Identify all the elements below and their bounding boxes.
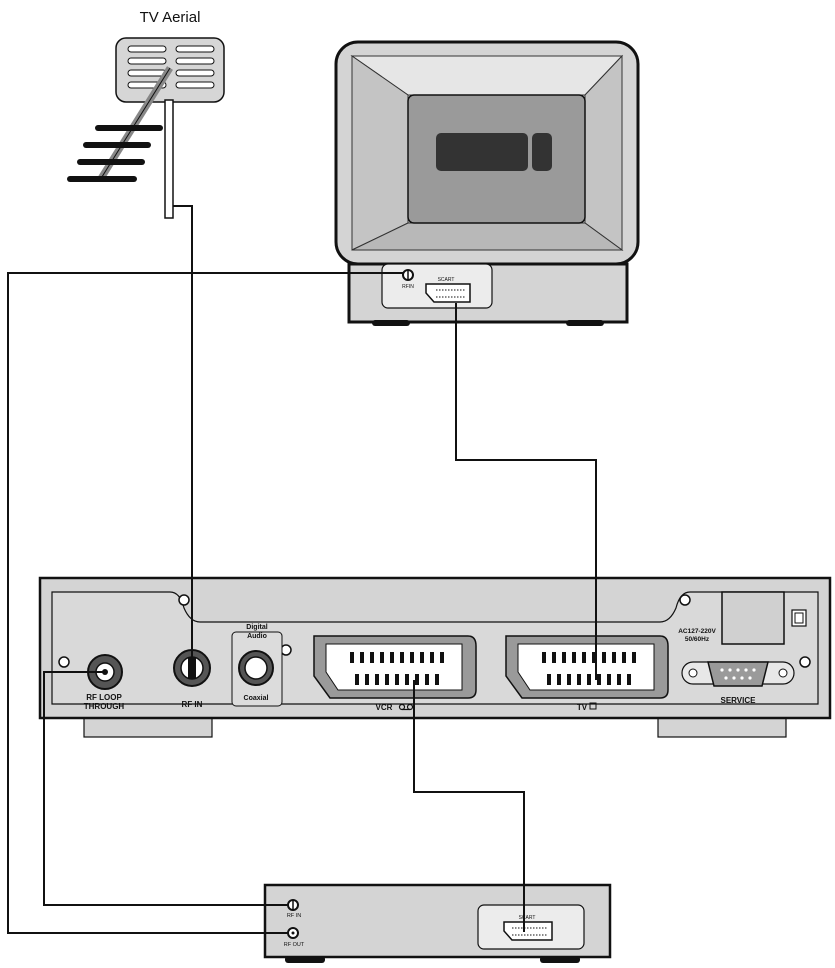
power-label-1: AC127-220V	[678, 628, 716, 635]
vcr-foot-left	[285, 956, 325, 963]
cassette-icon	[398, 703, 414, 711]
vcr-rf-out-label: RF OUT	[284, 942, 305, 948]
tv-screen-block	[436, 133, 528, 171]
tv-scart-pins	[542, 652, 636, 685]
vcr-scart-label: SCART	[519, 915, 536, 921]
rf-in-label: RF IN	[182, 700, 203, 709]
tv-rf-in-label: RFIN	[402, 284, 414, 290]
tv-bezel-bottom	[351, 222, 624, 251]
receiver: RF LOOP THROUGH RF IN Digital Audio Coax…	[38, 576, 832, 738]
aerial-mast	[164, 99, 174, 219]
tv-scart-port	[425, 283, 471, 303]
digital-audio-label-2: Audio	[247, 633, 267, 640]
aerial-elements	[67, 125, 163, 182]
power-inlet	[721, 591, 785, 645]
tv-screen-block-small	[532, 133, 552, 171]
cable-aerial-to-rf-in	[173, 205, 193, 658]
cables	[7, 205, 597, 934]
digital-audio-label-1: Digital	[246, 624, 267, 631]
service-label: SERVICE	[721, 696, 757, 705]
vcr-foot-right	[540, 956, 580, 963]
tv-foot-right	[566, 320, 604, 326]
television: RFIN SCART	[334, 40, 640, 326]
vcr-rf-in-label: RF IN	[287, 913, 301, 919]
vcr-scart-connector	[503, 921, 553, 941]
tv-scart-label: SCART	[438, 277, 455, 283]
cable-tv-rf-to-vcr-rf-out	[7, 272, 403, 934]
cable-tv-scart-to-receiver	[455, 303, 597, 680]
tv-aerial: TV Aerial	[67, 9, 225, 219]
power-switch-icon	[791, 609, 807, 627]
vcr-label: VCR	[376, 703, 393, 712]
service-port	[707, 661, 769, 687]
screw-icons	[58, 594, 811, 668]
tv-label: TV	[577, 703, 588, 712]
power-label-2: 50/60Hz	[685, 636, 710, 643]
tv-foot-left	[372, 320, 410, 326]
coaxial-label: Coaxial	[244, 695, 269, 702]
aerial-title: TV Aerial	[140, 9, 201, 26]
vcr-scart-pins	[350, 652, 444, 685]
tv-square-icon	[589, 702, 597, 710]
cable-rf-loop-to-vcr-rf-in	[43, 671, 288, 906]
vcr: RF IN RF OUT SCART	[263, 883, 612, 963]
rf-loop-label-1: RF LOOP	[86, 693, 122, 702]
rf-loop-label-2: THROUGH	[84, 702, 125, 711]
cable-vcr-scart	[413, 680, 525, 932]
